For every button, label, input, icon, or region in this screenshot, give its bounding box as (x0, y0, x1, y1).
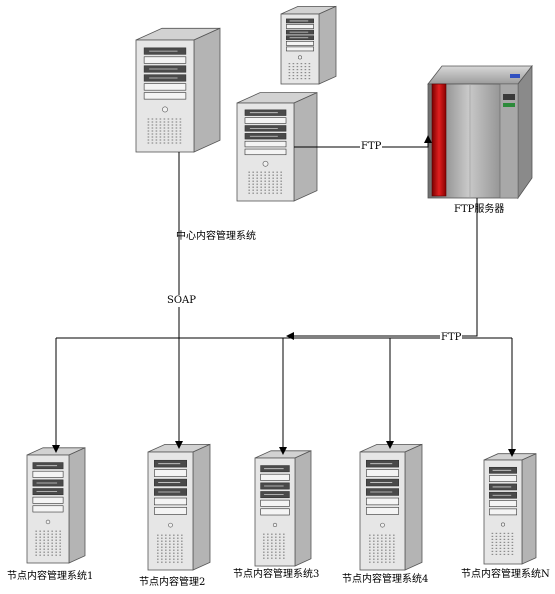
central-server-icon (135, 27, 221, 153)
backup-server-icon (280, 5, 337, 85)
connection-lines (52, 135, 516, 457)
node-server-icon-2 (147, 443, 211, 571)
ftp-server-rack-icon (427, 64, 533, 200)
ftp-client-server-icon (236, 92, 318, 202)
ftp-distribution-label: FTP (440, 332, 463, 344)
ftp-distribution-link (286, 198, 478, 340)
ftp-server-label: FTP服务器 (454, 204, 505, 215)
node-server-icon-n (483, 453, 537, 565)
node-label-1: 节点内容管理系统1 (7, 571, 94, 582)
node-label-n: 节点内容管理系统N (461, 569, 550, 580)
node-label-2: 节点内容管理2 (139, 577, 206, 588)
central-system-label: 中心内容管理系统 (176, 231, 256, 242)
node-server-icon-1 (26, 447, 86, 564)
node-server-icon-3 (254, 450, 312, 567)
ftp-upload-label: FTP (360, 141, 383, 153)
node-label-4: 节点内容管理系统4 (342, 574, 429, 585)
soap-label: SOAP (166, 295, 197, 307)
node-server-icon-4 (359, 443, 423, 571)
node-label-3: 节点内容管理系统3 (233, 569, 320, 580)
ftp-upload-link (294, 135, 432, 148)
